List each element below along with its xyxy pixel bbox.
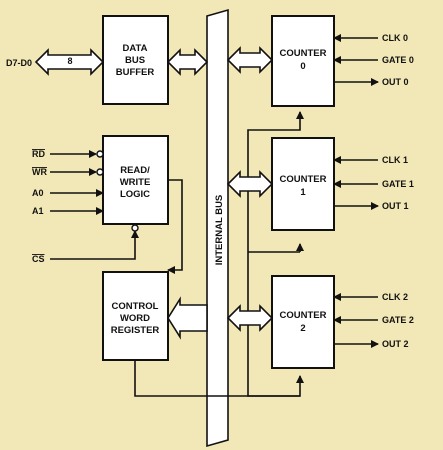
rd-input: RD bbox=[32, 149, 104, 159]
out1-label: OUT 1 bbox=[382, 201, 409, 211]
a0-input: A0 bbox=[32, 188, 104, 198]
counter-1-number: 1 bbox=[300, 187, 306, 198]
read-write-logic-block: READ/ WRITE LOGIC bbox=[102, 135, 169, 225]
clk1-label: CLK 1 bbox=[382, 155, 408, 165]
counter-2-number: 2 bbox=[300, 323, 305, 334]
clk0-label: CLK 0 bbox=[382, 33, 408, 43]
control-word-register-block: CONTROL WORD REGISTER bbox=[102, 271, 169, 361]
cs-input: CS bbox=[32, 224, 139, 264]
rw-to-cwr-line bbox=[167, 179, 183, 274]
wr-input: WR bbox=[32, 167, 104, 177]
counter-0-number: 0 bbox=[300, 61, 305, 72]
counter-1-pins: CLK 1 GATE 1 OUT 1 bbox=[333, 155, 414, 211]
bus-counter0-arrow bbox=[226, 46, 274, 74]
cs-label: CS bbox=[32, 254, 45, 264]
cwr-line1: CONTROL bbox=[112, 301, 159, 312]
gate1-label: GATE 1 bbox=[382, 179, 414, 189]
cwr-line2: WORD bbox=[120, 313, 150, 324]
data-bus-buffer-block: DATA BUS BUFFER bbox=[102, 15, 169, 105]
cwr-line3: REGISTER bbox=[111, 325, 160, 336]
read-write-logic-line2: WRITE bbox=[120, 177, 151, 188]
read-write-logic-line1: READ/ bbox=[120, 165, 150, 176]
counter-2-block: COUNTER 2 bbox=[271, 275, 335, 369]
bus-to-cwr-arrow bbox=[167, 296, 208, 340]
data-bus-label: D7-D0 bbox=[6, 58, 32, 68]
counter-0-block: COUNTER 0 bbox=[271, 15, 335, 107]
out2-label: OUT 2 bbox=[382, 339, 409, 349]
wr-label: WR bbox=[32, 167, 47, 177]
counter-0-pins: CLK 0 GATE 0 OUT 0 bbox=[333, 33, 414, 87]
data-bus-buffer-line3: BUFFER bbox=[116, 67, 155, 78]
gate0-label: GATE 0 bbox=[382, 55, 414, 65]
counter-1-label: COUNTER bbox=[280, 174, 327, 185]
bus-counter1-arrow bbox=[226, 170, 274, 198]
counter-1-block: COUNTER 1 bbox=[271, 137, 335, 231]
internal-bus-label: INTERNAL BUS bbox=[214, 195, 225, 266]
counter-0-label: COUNTER bbox=[280, 48, 327, 59]
cwr-to-counter1-line bbox=[247, 111, 304, 397]
rd-label: RD bbox=[32, 149, 45, 159]
counter-2-label: COUNTER bbox=[280, 310, 327, 321]
data-bus-arrow: 8 D7-D0 bbox=[6, 48, 105, 76]
counter-2-pins: CLK 2 GATE 2 OUT 2 bbox=[333, 292, 414, 349]
data-bus-buffer-line2: BUS bbox=[125, 55, 145, 66]
a1-input: A1 bbox=[32, 206, 104, 216]
bus-counter2-arrow bbox=[226, 304, 274, 332]
buffer-to-bus-arrow bbox=[166, 48, 209, 76]
read-write-logic-line3: LOGIC bbox=[120, 189, 150, 200]
data-bus-buffer-line1: DATA bbox=[123, 43, 148, 54]
out0-label: OUT 0 bbox=[382, 77, 409, 87]
cwr-to-counters-line bbox=[134, 360, 304, 397]
internal-bus: INTERNAL BUS bbox=[206, 8, 229, 448]
gate2-label: GATE 2 bbox=[382, 315, 414, 325]
clk2-label: CLK 2 bbox=[382, 292, 408, 302]
data-bus-width-label: 8 bbox=[67, 56, 72, 66]
a1-label: A1 bbox=[32, 206, 44, 216]
a0-label: A0 bbox=[32, 188, 44, 198]
